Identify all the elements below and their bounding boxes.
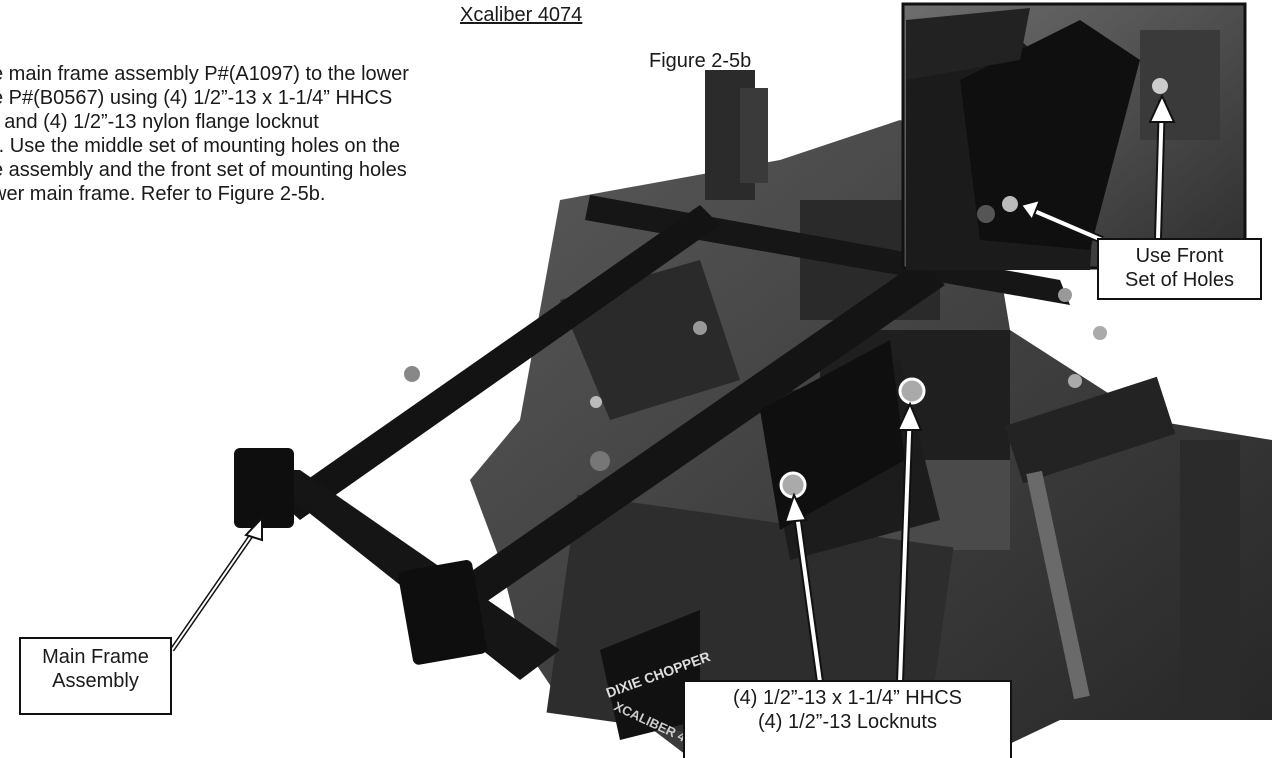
callout-line: (4) 1/2”-13 Locknuts [758, 711, 937, 733]
callout-line: Assembly [52, 670, 139, 692]
callout-line: Main Frame [42, 646, 149, 668]
instruction-line: e main frame assembly P#(A1097) to the l… [0, 63, 409, 85]
instruction-line: wer main frame. Refer to Figure 2-5b. [0, 183, 326, 205]
instruction-line: ) and (4) 1/2”-13 nylon flange locknut [0, 111, 319, 133]
instruction-line: ). Use the middle set of mounting holes … [0, 135, 401, 157]
callout-line: Set of Holes [1125, 269, 1234, 291]
instruction-line: e P#(B0567) using (4) 1/2”-13 x 1-1/4” H… [0, 87, 393, 109]
instruction-line: e assembly and the front set of mounting… [0, 159, 407, 181]
hardware-callout: (4) 1/2”-13 x 1-1/4” HHCS (4) 1/2”-13 Lo… [683, 680, 1012, 758]
callout-line: Use Front [1135, 245, 1224, 267]
main-frame-callout: Main Frame Assembly [19, 637, 172, 715]
use-front-holes-callout: Use Front Set of Holes [1097, 238, 1262, 300]
leader-arrows [169, 99, 1166, 683]
arrow-heads [244, 93, 1176, 542]
page-title: Xcaliber 4074 [460, 4, 583, 26]
callout-line: (4) 1/2”-13 x 1-1/4” HHCS [733, 687, 962, 709]
figure-caption: Figure 2-5b [649, 50, 752, 72]
main-frame-assembly [234, 195, 1107, 680]
